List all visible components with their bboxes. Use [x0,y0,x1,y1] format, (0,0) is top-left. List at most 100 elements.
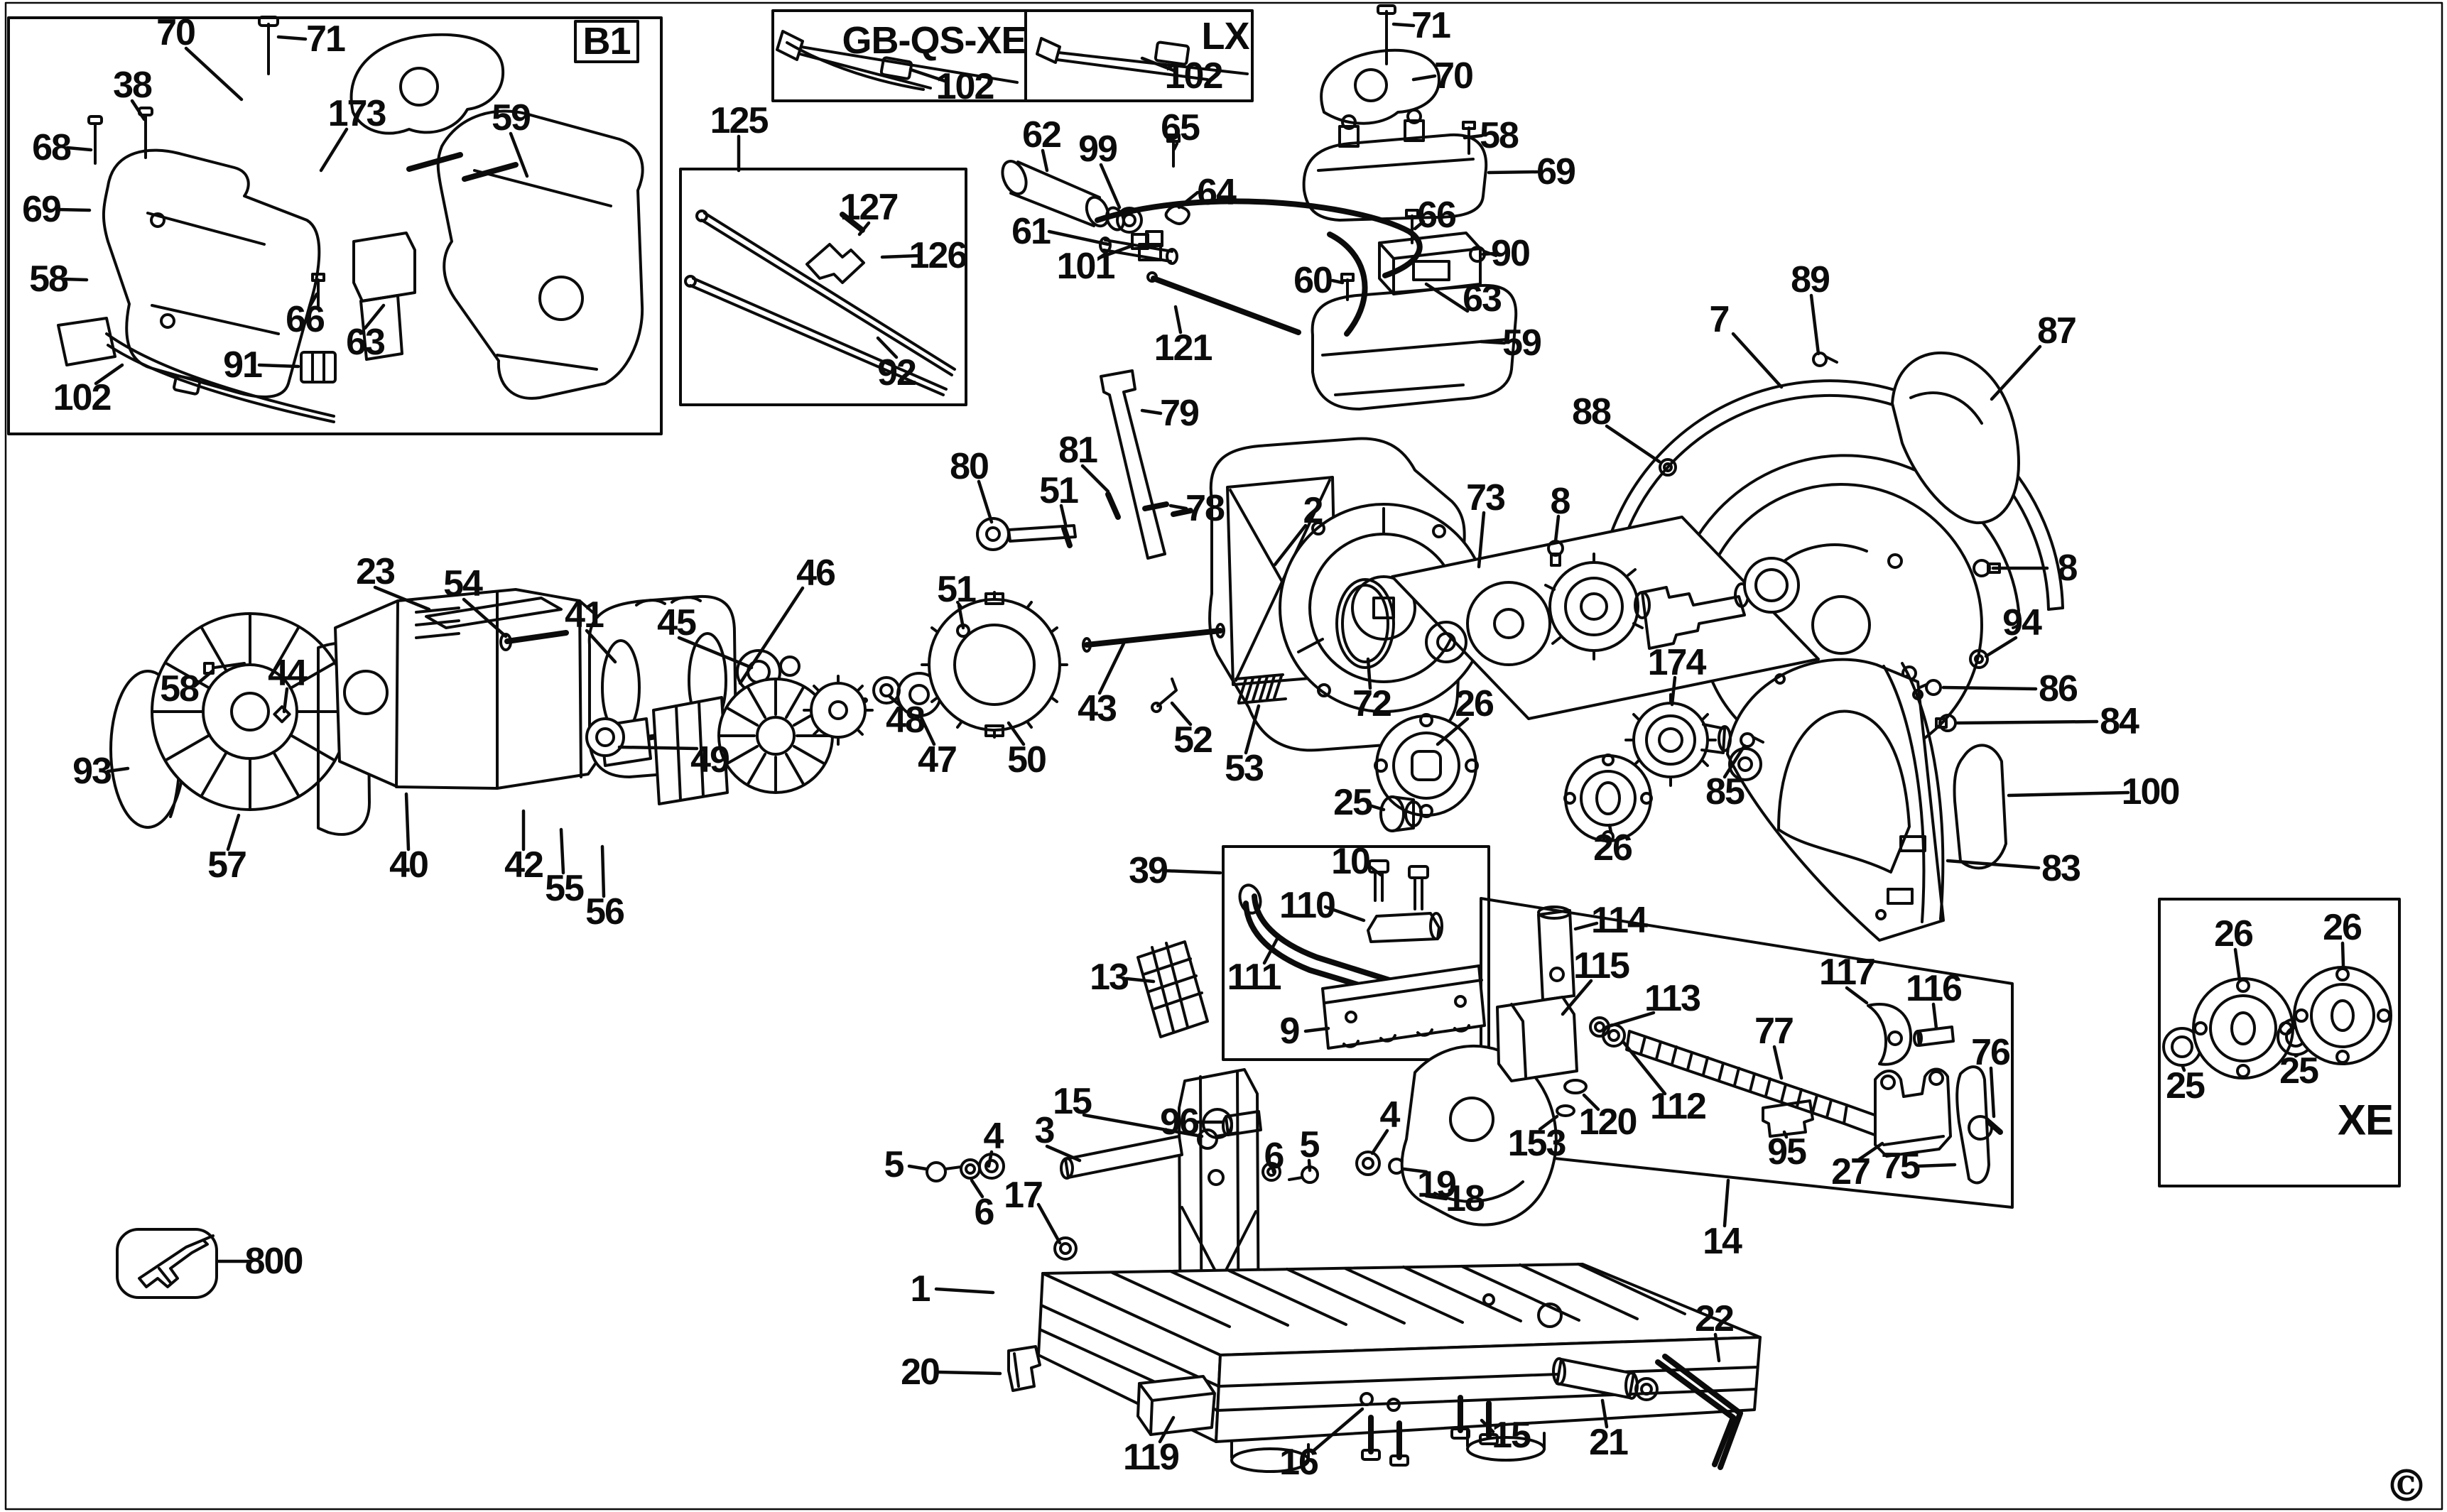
leader-102 [94,363,124,386]
leader-66 [1413,219,1426,231]
callout-49: 49 [690,739,730,781]
callout-70: 70 [156,12,196,53]
leader-100 [2007,790,2130,798]
callout-121: 121 [1154,327,1213,369]
callout-153: 153 [1507,1123,1567,1164]
callout-80: 80 [950,446,989,487]
callout-4: 4 [1379,1094,1401,1136]
leader-92 [876,336,899,359]
callout-89: 89 [1791,259,1830,300]
xe-inset-art [2162,966,2392,1079]
callout-110: 110 [1279,885,1336,926]
callout-58: 58 [1480,115,1519,156]
leader-115 [1561,979,1593,1016]
callout-15: 15 [1053,1081,1092,1122]
callout-66: 66 [1417,195,1457,236]
leader-51 [1059,504,1068,526]
leader-127 [857,221,871,236]
callout-56: 56 [585,891,625,932]
leader-4 [987,1150,994,1168]
leader-15 [1480,1418,1495,1434]
callout-174: 174 [1647,642,1707,683]
callout-26: 26 [2214,913,2254,954]
spindle-art [1335,516,1820,843]
leader-84 [1955,719,2099,725]
callout-58: 58 [29,259,69,300]
callout-102: 102 [53,377,112,418]
leader-38 [130,99,146,121]
leader-4 [1370,1128,1389,1155]
leader-53 [1244,704,1261,755]
callout-6: 6 [974,1192,995,1233]
callout-66: 66 [286,299,325,340]
leader-71 [276,35,308,41]
leader-110 [1323,905,1366,923]
callout-51: 51 [937,569,977,610]
callout-62: 62 [1022,114,1062,156]
leader-61 [1047,229,1110,246]
callout-114: 114 [1591,900,1648,941]
callout-76: 76 [1971,1032,2011,1073]
callout-77: 77 [1754,1011,1794,1052]
leader-78 [1168,504,1188,511]
callout-5: 5 [1299,1124,1320,1165]
leader-25 [2181,1065,2186,1072]
callout-94: 94 [2002,602,2042,643]
callout-9: 9 [1279,1011,1301,1052]
callout-53: 53 [1225,748,1264,789]
depth-stop-art [1238,859,1486,1050]
callout-63: 63 [1463,278,1502,320]
leader-63 [363,303,386,330]
callout-38: 38 [113,65,153,106]
cordset-art [776,30,1249,91]
leader-114 [1573,921,1599,931]
inset-label-gb-qs-xe: GB-QS-XE [842,19,1026,62]
callout-96: 96 [1160,1102,1200,1143]
callout-72: 72 [1352,683,1392,724]
leader-17 [1036,1202,1062,1245]
leader-77 [1772,1045,1784,1080]
callout-111: 111 [1227,957,1281,998]
callout-102: 102 [935,66,995,107]
callout-26: 26 [1593,827,1633,869]
callout-59: 59 [492,97,531,138]
leader-68 [65,146,93,152]
leader-49 [617,745,699,751]
callout-50: 50 [1007,739,1047,781]
leader-lines [56,22,2345,1452]
leader-59 [1479,339,1507,345]
leader-83 [1946,859,2041,870]
leader-102 [1140,56,1176,72]
inset-label-xe: XE [2337,1096,2394,1144]
callout-69: 69 [1536,151,1576,192]
leader-102 [908,67,947,83]
callout-42: 42 [504,844,544,886]
callout-86: 86 [2039,668,2078,709]
callout-117: 117 [1819,952,1876,993]
callout-79: 79 [1160,393,1200,434]
leader-174 [1670,675,1677,707]
leader-5 [907,1164,928,1171]
callout-68: 68 [32,127,72,168]
callout-26: 26 [2323,907,2362,948]
callout-55: 55 [545,868,585,909]
callout-20: 20 [901,1351,940,1393]
callout-87: 87 [2037,310,2077,352]
callout-88: 88 [1572,391,1612,433]
callout-57: 57 [207,844,247,886]
leader-25 [1367,803,1386,812]
leader-95 [1782,1130,1789,1139]
callout-15: 15 [1492,1415,1531,1456]
inset-label-lx: LX [1201,15,1249,58]
leader-119 [1158,1415,1176,1444]
leader-19 [1401,1167,1428,1174]
lube-tool-art [138,1234,215,1288]
leader-6 [1270,1163,1276,1174]
leader-16 [1312,1407,1364,1452]
callout-21: 21 [1589,1422,1629,1463]
callout-99: 99 [1078,129,1118,170]
callout-7: 7 [1709,299,1730,340]
leader-56 [600,844,606,898]
vise-art [1496,905,2003,1185]
callout-63: 63 [346,322,386,363]
